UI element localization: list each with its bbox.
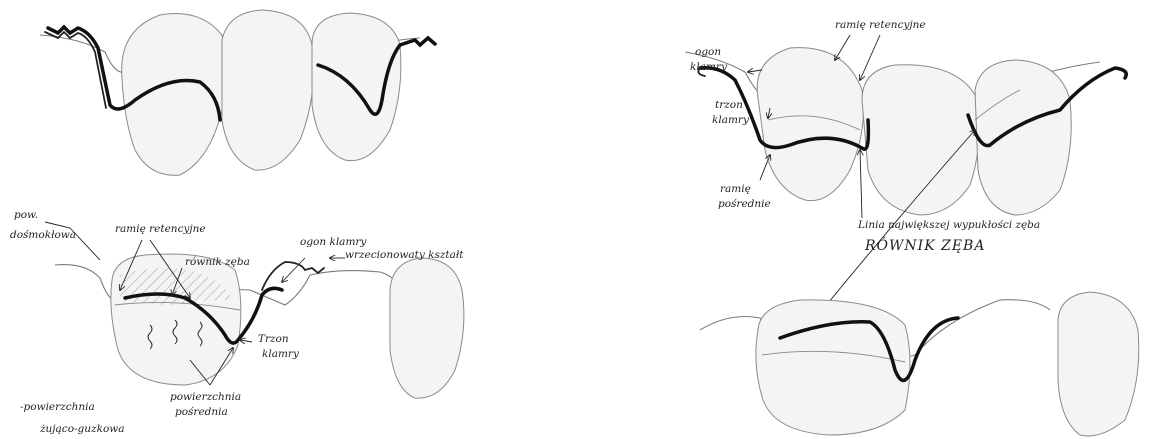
label-trzon-right-1: trzon [715, 99, 743, 111]
label-powierzchnia-2: pośrednia [175, 406, 228, 418]
label-rownik-zeba-right: RÓWNIK ZĘBA [864, 236, 985, 254]
label-pow-name: dośmokłowa [10, 229, 76, 241]
tooth-right [312, 13, 401, 161]
tooth-middle [222, 10, 314, 170]
crown-molar-right [756, 300, 910, 435]
tooth-right-end [1058, 292, 1139, 436]
label-wrzecionowaty: wrzecionowaty kształt [345, 249, 464, 261]
label-rownik-zeba-left: równik zęba [185, 256, 250, 268]
label-ramie-retencyjne-left: ramię retencyjne [115, 223, 206, 235]
label-ramie-retencyjne-right: ramię retencyjne [835, 19, 926, 31]
label-pow-zujaca-1: -powierzchnia [20, 401, 95, 413]
panel-top-left [40, 10, 435, 175]
label-linia-najwiekszej: Linia największej wypukłości zęba [857, 219, 1040, 231]
label-trzon-left-2: klamry [262, 348, 300, 360]
label-pow-zujaca-2: żująco-guzkowa [39, 423, 125, 435]
label-pow-prefix: pow. [14, 209, 38, 221]
tooth-right-lower [390, 258, 464, 398]
label-ogon-right-2: klamry [690, 61, 728, 73]
label-ogon-right-1: ogon [695, 46, 721, 58]
label-trzon-left-1: Trzon [258, 333, 289, 345]
panel-top-right [685, 35, 1126, 350]
label-trzon-right-2: klamry [712, 114, 750, 126]
clasp-lower-tail [262, 262, 324, 290]
label-powierzchnia-1: powierzchnia [170, 391, 241, 403]
label-ramie-posrednie-1: ramię [720, 183, 751, 195]
label-ramie-posrednie-2: pośrednie [718, 198, 771, 210]
panel-bottom-right [700, 292, 1139, 436]
label-ogon-klamry-left: ogon klamry [300, 236, 367, 248]
tooth-canine-right [975, 60, 1071, 215]
